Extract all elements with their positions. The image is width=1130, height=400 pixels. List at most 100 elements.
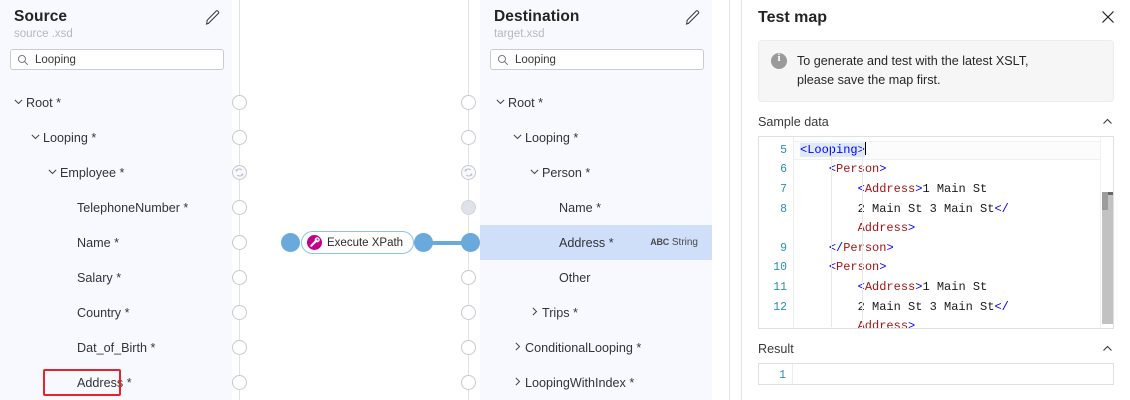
sample-data-section-header[interactable]: Sample data: [758, 115, 1114, 129]
editor-line-number: [759, 219, 793, 239]
chevron-down-icon[interactable]: [47, 166, 58, 177]
source-search-input[interactable]: Looping: [10, 49, 224, 70]
tree-row-label: Other: [559, 270, 591, 285]
destination-title: Destination: [494, 8, 580, 25]
source-connector-dot[interactable]: [232, 200, 247, 215]
chevron-up-icon[interactable]: [1101, 115, 1114, 128]
search-icon: [17, 54, 29, 65]
tree-chevron[interactable]: [529, 306, 542, 320]
chevron-up-icon[interactable]: [1101, 342, 1114, 355]
chevron-right-icon[interactable]: [512, 341, 523, 352]
editor-code-line[interactable]: <Person>: [828, 162, 887, 177]
editor-line-number: 11: [773, 280, 787, 294]
source-connector-dot[interactable]: [232, 270, 247, 285]
tree-row-label: Country *: [77, 305, 130, 320]
tree-chevron[interactable]: [47, 166, 60, 180]
destination-tree-row[interactable]: Other: [480, 260, 712, 295]
tree-chevron[interactable]: [512, 131, 525, 145]
source-tree-row[interactable]: TelephoneNumber *: [0, 190, 232, 225]
chevron-down-icon[interactable]: [30, 131, 41, 142]
source-connector-dot[interactable]: [232, 305, 247, 320]
source-connector-dot[interactable]: [232, 375, 247, 390]
source-connector-dot[interactable]: [232, 165, 247, 180]
editor-code-line[interactable]: <Address>1 Main St: [858, 279, 988, 294]
source-tree[interactable]: Root * Looping * Employee * TelephoneNumber…: [0, 85, 232, 400]
source-connector-dot[interactable]: [232, 95, 247, 110]
destination-tree-row[interactable]: Person *: [480, 155, 712, 190]
sample-data-label: Sample data: [758, 114, 829, 129]
chevron-down-icon[interactable]: [13, 96, 24, 107]
destination-tree-row[interactable]: Looping *: [480, 120, 712, 155]
chevron-down-icon[interactable]: [495, 96, 506, 107]
tree-chevron[interactable]: [529, 166, 542, 180]
destination-search-input[interactable]: Looping: [490, 49, 704, 70]
editor-code-area[interactable]: <Looping> <Person> <Address>1 Main St 2 …: [793, 136, 1113, 329]
execute-xpath-label: Execute XPath: [327, 236, 404, 249]
destination-connector-dot[interactable]: [461, 130, 476, 145]
sample-data-editor[interactable]: 5678910111213 <Looping> <Person> <Addres…: [758, 135, 1114, 329]
result-line-text: [793, 364, 799, 384]
tree-row-label: TelephoneNumber *: [77, 200, 189, 215]
result-editor[interactable]: 1: [758, 362, 1114, 385]
destination-connector-dot[interactable]: [461, 305, 476, 320]
pencil-icon[interactable]: [204, 8, 222, 26]
editor-line-number: 7: [780, 182, 787, 196]
destination-connector-dot[interactable]: [461, 340, 476, 355]
source-tree-row[interactable]: Country *: [0, 295, 232, 330]
source-tree-row[interactable]: Address *: [0, 365, 232, 400]
result-section-header[interactable]: Result: [758, 342, 1114, 356]
chevron-down-icon[interactable]: [512, 131, 523, 142]
source-connector-dot[interactable]: [232, 235, 247, 250]
tree-chevron[interactable]: [512, 341, 525, 355]
chevron-right-icon[interactable]: [512, 376, 523, 387]
close-icon[interactable]: [1100, 9, 1116, 25]
source-connector-dot[interactable]: [232, 130, 247, 145]
editor-code-line[interactable]: <Looping>: [794, 140, 1113, 161]
editor-scrollbar[interactable]: [1100, 136, 1113, 328]
destination-tree[interactable]: Root *Looping *Person *Name *Address *AB…: [480, 85, 712, 400]
source-search-value: Looping: [35, 53, 76, 66]
pencil-icon[interactable]: [684, 8, 702, 26]
destination-tree-row[interactable]: Address *ABC String: [480, 225, 712, 260]
chevron-right-icon[interactable]: [529, 306, 540, 317]
destination-tree-row[interactable]: Trips *: [480, 295, 712, 330]
editor-scrollbar-thumb[interactable]: [1102, 191, 1113, 324]
destination-tree-row[interactable]: Name *: [480, 190, 712, 225]
destination-target-handle[interactable]: [461, 233, 480, 252]
chevron-down-icon[interactable]: [529, 166, 540, 177]
source-connector-dot[interactable]: [232, 340, 247, 355]
tree-chevron[interactable]: [30, 131, 43, 145]
execute-xpath-node[interactable]: Execute XPath: [301, 231, 415, 254]
destination-tree-row[interactable]: Root *: [480, 85, 712, 120]
destination-connector-dot[interactable]: [461, 270, 476, 285]
destination-connector-dot[interactable]: [461, 95, 476, 110]
source-tree-row[interactable]: Salary *: [0, 260, 232, 295]
editor-code-line[interactable]: 2 Main St 3 Main St</: [857, 201, 1009, 216]
source-tree-row[interactable]: Name *: [0, 225, 232, 260]
tree-row-label: ConditionalLooping *: [525, 340, 642, 355]
editor-code-line[interactable]: 2 Main St 3 Main St</: [857, 299, 1009, 314]
source-tree-row[interactable]: Root *: [0, 85, 232, 120]
destination-tree-row[interactable]: LoopingWithIndex *: [480, 365, 712, 400]
destination-connector-dot[interactable]: [461, 375, 476, 390]
source-subtitle: source .xsd: [14, 28, 73, 40]
xpath-output-handle[interactable]: [414, 233, 433, 252]
tree-row-label: Looping *: [43, 130, 97, 145]
editor-code-line[interactable]: Address>: [857, 221, 916, 236]
map-canvas[interactable]: Source source .xsd Looping Root *Looping…: [0, 0, 740, 400]
editor-code-line[interactable]: <Person>: [828, 260, 887, 275]
source-tree-row[interactable]: Looping *: [0, 120, 232, 155]
source-tree-row[interactable]: Dat_of_Birth *: [0, 330, 232, 365]
source-title: Source: [14, 8, 68, 25]
xpath-input-handle[interactable]: [281, 233, 300, 252]
tree-chevron[interactable]: [512, 376, 525, 390]
destination-tree-row[interactable]: ConditionalLooping *: [480, 330, 712, 365]
editor-code-line[interactable]: Address>: [857, 319, 916, 329]
destination-connector-dot[interactable]: [461, 200, 476, 215]
editor-code-line[interactable]: <Address>1 Main St: [858, 181, 988, 196]
tree-chevron[interactable]: [495, 96, 508, 110]
source-tree-row[interactable]: Employee *: [0, 155, 232, 190]
editor-code-line[interactable]: </Person>: [828, 240, 894, 255]
destination-connector-dot[interactable]: [461, 165, 476, 180]
tree-chevron[interactable]: [13, 96, 26, 110]
